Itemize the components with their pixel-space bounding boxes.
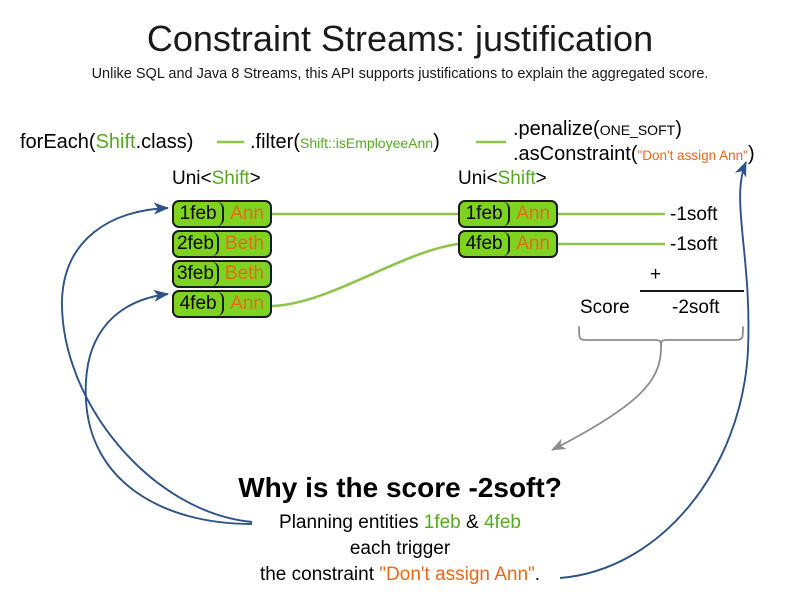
shift-card[interactable]: 4feb Ann — [172, 290, 272, 318]
code-foreach-pre: forEach( — [20, 131, 96, 153]
shift-card[interactable]: 1feb Ann — [458, 200, 558, 228]
uni-label-right: Uni<Shift> — [458, 168, 547, 190]
explanation-line3-pre: the constraint — [259, 564, 380, 585]
code-foreach-post: .class) — [135, 131, 194, 153]
score-explain-arrow — [551, 347, 662, 451]
shift-card-employee: Ann — [516, 233, 550, 254]
uni-left-pre: Uni< — [172, 168, 212, 189]
uni-right-post: > — [535, 168, 547, 189]
shift-card-employee: Beth — [224, 263, 264, 284]
page-subtitle: Unlike SQL and Java 8 Streams, this API … — [91, 66, 709, 82]
code-filter-arg: Shift::isEmployeeAnn — [300, 135, 434, 151]
code-filter-pre: .filter( — [250, 131, 300, 153]
shift-card-date: 4feb — [460, 232, 511, 256]
shift-card-date: 1feb — [174, 202, 225, 226]
code-asconstraint-arg: "Don't assign Ann" — [637, 148, 748, 163]
shift-card[interactable]: 3feb Beth — [172, 260, 272, 288]
shift-card-list-left: 1feb Ann 2feb Beth 3feb Beth 4feb Ann — [172, 200, 272, 320]
uni-left-type: Shift — [211, 168, 250, 189]
shift-card[interactable]: 1feb Ann — [172, 200, 272, 228]
code-foreach-type: Shift — [95, 131, 136, 153]
page-title: Constraint Streams: justification — [146, 18, 654, 59]
code-penalize-arg: ONE_SOFT — [599, 122, 676, 138]
explanation-line1-amp: & — [460, 512, 484, 533]
code-asconstraint: .asConstraint("Don't assign Ann") — [513, 143, 755, 166]
shift-card-date: 3feb — [174, 262, 219, 286]
explanation-line3-post: . — [534, 564, 541, 585]
uni-left-post: > — [249, 168, 261, 189]
score-total: -2soft — [672, 297, 720, 318]
uni-label-left: Uni<Shift> — [172, 168, 261, 190]
score-brace — [578, 326, 744, 349]
uni-right-pre: Uni< — [458, 168, 498, 189]
code-filter-post: ) — [433, 131, 440, 153]
explanation-line1-pre: Planning entities — [279, 512, 424, 533]
shift-card-date: 2feb — [174, 232, 219, 256]
code-asconstraint-pre: .asConstraint( — [513, 143, 638, 165]
shift-card-employee: Ann — [516, 203, 550, 224]
explanation-line-3: the constraint "Don't assign Ann". — [0, 564, 800, 586]
explanation-constraint-name: "Don't assign Ann" — [379, 564, 535, 585]
shift-card-date: 1feb — [460, 202, 511, 226]
code-penalize-post: ) — [675, 118, 682, 140]
code-filter: .filter(Shift::isEmployeeAnn) — [250, 131, 440, 154]
score-divider-rule — [640, 290, 744, 292]
explanation-line-1: Planning entities 1feb & 4feb — [0, 512, 800, 534]
code-penalize: .penalize(ONE_SOFT) — [513, 118, 682, 141]
code-penalize-pre: .penalize( — [513, 118, 600, 140]
uni-right-type: Shift — [497, 168, 536, 189]
shift-card-employee: Ann — [230, 293, 264, 314]
shift-card-employee: Ann — [230, 203, 264, 224]
explanation-question: Why is the score -2soft? — [238, 472, 562, 503]
explanation-entity-a: 1feb — [423, 512, 461, 533]
code-foreach: forEach(Shift.class) — [20, 131, 193, 154]
stream-link-4feb — [271, 242, 459, 308]
code-asconstraint-post: ) — [747, 143, 755, 165]
shift-card-date: 4feb — [174, 292, 225, 316]
score-operator: + — [650, 264, 662, 285]
explanation-entity-b: 4feb — [483, 512, 521, 533]
score-label: Score — [580, 297, 630, 318]
shift-card[interactable]: 4feb Ann — [458, 230, 558, 258]
penalty-label: -1soft — [670, 204, 718, 225]
penalty-label: -1soft — [670, 234, 718, 255]
shift-card[interactable]: 2feb Beth — [172, 230, 272, 258]
shift-card-list-right: 1feb Ann 4feb Ann — [458, 200, 558, 260]
explanation-line-2: each trigger — [349, 538, 451, 559]
shift-card-employee: Beth — [224, 233, 264, 254]
